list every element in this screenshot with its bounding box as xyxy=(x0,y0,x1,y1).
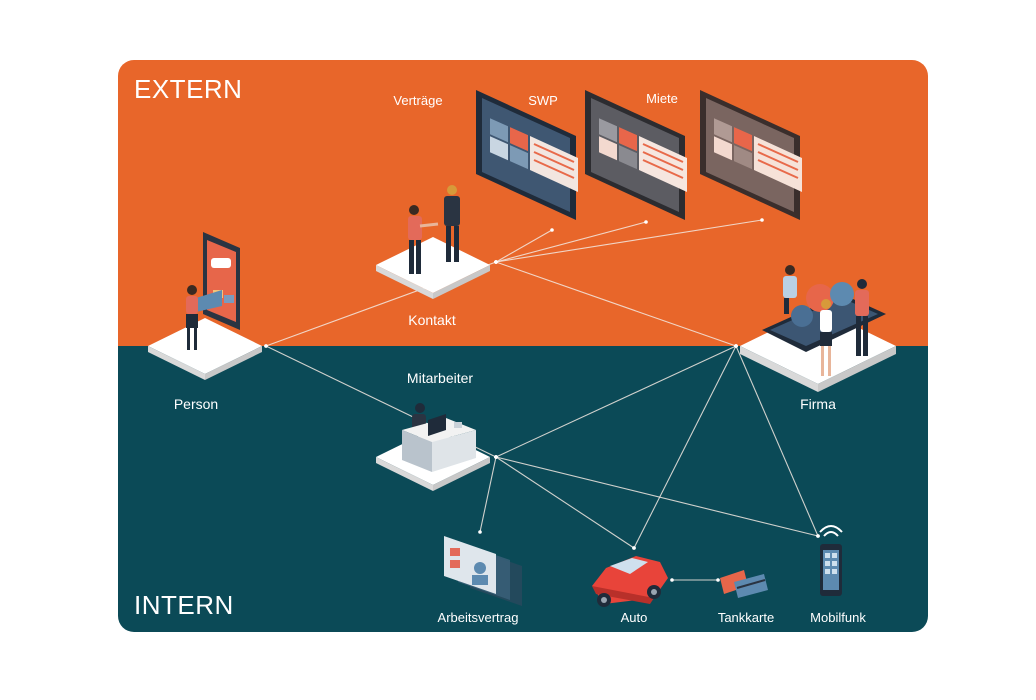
extern-zone-label: EXTERN xyxy=(134,74,243,104)
intern-zone-label: INTERN xyxy=(134,590,234,620)
node-label-auto: Auto xyxy=(620,610,648,625)
intern-zone xyxy=(118,346,928,632)
node-label-swp: SWP xyxy=(528,93,558,108)
contract-screen-icon xyxy=(585,90,687,220)
node-label-mobilfunk: Mobilfunk xyxy=(810,610,866,625)
edge-kontakt-swp xyxy=(495,221,647,263)
edge-endpoint-kontakt xyxy=(494,260,498,264)
company-team-icon xyxy=(740,265,896,392)
edge-kontakt-vertraege xyxy=(495,229,553,263)
edge-kontakt-miete xyxy=(495,219,763,263)
edge-endpoint-swp xyxy=(644,220,648,224)
edge-endpoint-mitarbeiter xyxy=(494,455,498,459)
node-label-vertraege: Verträge xyxy=(393,93,443,108)
edge-endpoint-mobilfunk xyxy=(816,534,820,538)
edge-endpoint-auto xyxy=(670,578,674,582)
edge-mitarbeiter-firma xyxy=(495,345,737,458)
edge-endpoint-person xyxy=(264,344,268,348)
contract-screen-icon xyxy=(476,90,578,220)
edge-endpoint-vertraege xyxy=(550,228,554,232)
node-label-miete: Miete xyxy=(646,91,678,106)
edge-endpoint-tankkarte xyxy=(716,578,720,582)
node-label-kontakt: Kontakt xyxy=(408,312,456,328)
edge-endpoint-arbeitsvertrag xyxy=(478,530,482,534)
employee-desk-icon xyxy=(376,403,490,491)
fuel-card-icon xyxy=(720,570,768,598)
node-label-firma: Firma xyxy=(800,396,836,412)
edge-endpoint-firma xyxy=(734,344,738,348)
node-label-tankkarte: Tankkarte xyxy=(717,610,775,625)
edge-endpoint-auto xyxy=(632,546,636,550)
edge-endpoint-miete xyxy=(760,218,764,222)
node-label-mitarbeiter: Mitarbeiter xyxy=(406,370,474,386)
handshake-icon xyxy=(376,185,490,299)
edge-mitarbeiter-arbeitsvertrag xyxy=(479,456,497,533)
edge-firma-mobilfunk xyxy=(735,345,819,537)
edge-firma-auto xyxy=(633,345,737,549)
edge-mitarbeiter-mobilfunk xyxy=(495,456,819,537)
employment-contract-icon xyxy=(444,536,522,606)
edge-mitarbeiter-auto xyxy=(495,456,635,549)
person-phone-icon xyxy=(148,232,262,380)
car-icon xyxy=(592,556,668,607)
contract-screen-icon xyxy=(700,90,802,220)
mobile-phone-icon xyxy=(819,525,843,596)
node-label-arbeitsvertrag: Arbeitsvertrag xyxy=(437,610,519,625)
node-label-person: Person xyxy=(173,396,219,412)
edge-kontakt-firma xyxy=(495,261,737,347)
